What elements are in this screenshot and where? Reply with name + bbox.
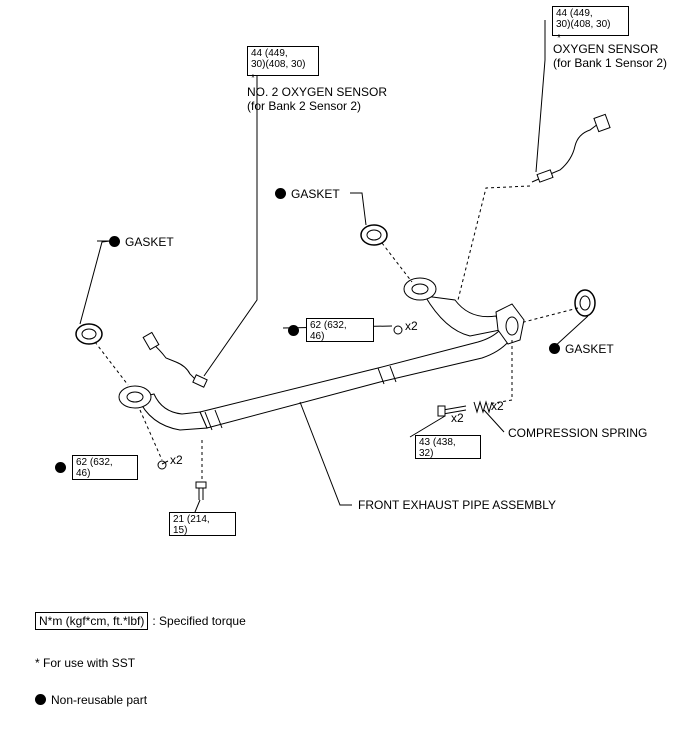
torque-44-left: 44 (449,30)(408, 30) xyxy=(247,46,319,76)
torque-21: 21 (214,15) xyxy=(169,512,236,536)
nonreusable-icon xyxy=(549,343,560,354)
nonreusable-icon xyxy=(109,236,120,247)
qty-62-mid: x2 xyxy=(405,319,418,333)
torque-44-right: 44 (449,30)(408, 30) xyxy=(552,6,629,36)
qty-spring: x2 xyxy=(491,399,504,413)
label-oxygen-sensor-b2s2: NO. 2 OXYGEN SENSOR(for Bank 2 Sensor 2) xyxy=(247,85,388,113)
label-compression-spring: COMPRESSION SPRING xyxy=(508,426,648,440)
legend-torque-box: N*m (kgf*cm, ft.*lbf) xyxy=(35,612,149,630)
nonreusable-icon xyxy=(288,325,299,336)
nonreusable-icon xyxy=(35,694,46,705)
nonreusable-icon xyxy=(275,188,286,199)
label-gasket-left: GASKET xyxy=(109,235,174,249)
label-gasket-upper: GASKET xyxy=(275,187,340,201)
legend-torque: N*m (kgf*cm, ft.*lbf): Specified torque xyxy=(35,612,246,630)
oxygen-sensor-b2s2 xyxy=(151,342,199,383)
sst-mark-left: * xyxy=(251,73,255,84)
legend-nonreusable: Non-reusable part xyxy=(35,693,147,707)
sst-mark-right: * xyxy=(557,33,561,44)
oxygen-sensor-b1s2 xyxy=(531,123,599,183)
gasket-upper xyxy=(360,224,388,246)
label-gasket-right: GASKET xyxy=(549,342,614,356)
torque-43: 43 (438,32) xyxy=(415,435,481,459)
nonreusable-icon xyxy=(55,462,66,473)
qty-62-left: x2 xyxy=(170,453,183,467)
legend-sst: * For use with SST xyxy=(35,656,136,670)
nonreusable-marker-62-left xyxy=(55,461,71,475)
bolt-21 xyxy=(198,487,204,500)
label-oxygen-sensor-b1s2: OXYGEN SENSOR(for Bank 1 Sensor 2) xyxy=(553,42,668,70)
nut-62-mid xyxy=(393,325,403,335)
label-front-exhaust-pipe: FRONT EXHAUST PIPE ASSEMBLY xyxy=(358,498,557,512)
compression-spring xyxy=(473,400,493,414)
upper-branch-pipe xyxy=(424,295,501,337)
left-pipe-bend xyxy=(137,393,208,431)
exhaust-diagram xyxy=(75,20,611,513)
nonreusable-marker-62-mid xyxy=(288,324,304,338)
right-flange xyxy=(495,303,525,345)
mid-flange xyxy=(403,277,437,301)
gasket-right xyxy=(574,289,596,317)
gasket-left xyxy=(75,323,103,345)
bolt-43 xyxy=(442,405,467,415)
left-flange xyxy=(118,385,152,409)
torque-62-mid: 62 (632,46) xyxy=(306,318,374,342)
qty-43: x2 xyxy=(451,411,464,425)
torque-62-left: 62 (632,46) xyxy=(72,455,138,480)
